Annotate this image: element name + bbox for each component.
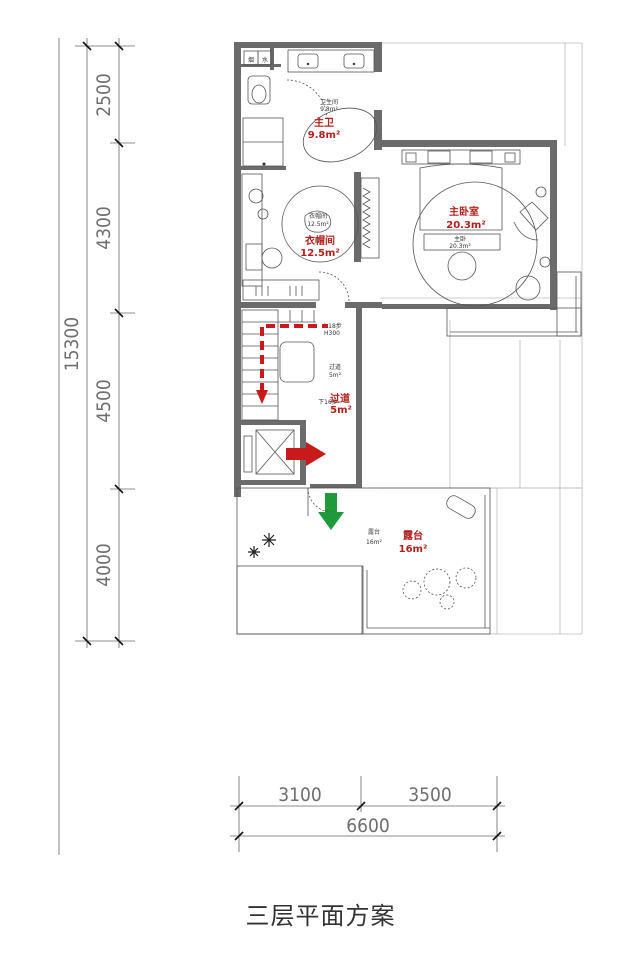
stairs-corridor: 上18步 H300 下16步 过道 5m² 过道 5m² [241, 309, 352, 421]
closet-area-small: 12.5m² [307, 221, 329, 228]
bedroom-area-small: 20.3m² [449, 243, 471, 250]
horizontal-dimension-chain: 3100 3500 6600 [230, 776, 505, 852]
closet-label: 衣帽间 [305, 234, 335, 247]
closet-fixtures: 衣帽间 12.5m² 衣帽间 12.5m² [241, 173, 380, 303]
master-bath-label: 主卫 [314, 116, 334, 129]
elevator [243, 429, 326, 475]
dim-segment-3: 4500 [93, 379, 115, 423]
master-bath-label-small: 卫生间 [320, 98, 338, 106]
dim-total-vertical: 15300 [61, 317, 83, 371]
terrace-area: 16m² [399, 544, 428, 555]
dim-width-2: 3500 [408, 784, 452, 806]
bedroom-label-small: 主卧 [454, 235, 466, 243]
terrace-label: 露台 [403, 529, 423, 542]
bedroom-label: 主卧室 [449, 205, 479, 218]
vertical-dimension-chain: 15300 2500 4300 4500 4000 [58, 38, 135, 855]
dim-width-total: 6600 [346, 815, 390, 837]
corridor-area: 5m² [330, 405, 352, 416]
bath-fixtures: 烟 水 卫生间 9.8m² 主卫 9.8m² [242, 49, 378, 167]
stair-down-label: 下16步 [318, 398, 338, 406]
walls [234, 42, 557, 497]
corridor-label: 过道 [330, 392, 350, 405]
corridor-label-small: 过道 [329, 363, 341, 371]
dim-segment-4: 4000 [93, 543, 115, 587]
closet-area: 12.5m² [300, 248, 339, 259]
master-bath-area-small: 9.8m² [320, 106, 338, 113]
stair-up-label: 上18步 [322, 322, 342, 330]
plant-icon [248, 533, 276, 558]
water-shaft-label: 水 [262, 56, 268, 64]
terrace-label-small: 露台 [368, 528, 380, 536]
smoke-shaft-label: 烟 [248, 56, 254, 64]
terrace-area-small: 16m² [366, 539, 382, 546]
corridor-area-small: 5m² [329, 372, 342, 379]
terrace: 露台 16m² 露台 16m² [236, 487, 491, 635]
stair-height-label: H300 [324, 330, 340, 337]
plan-title: 三层平面方案 [245, 902, 396, 930]
closet-label-small: 衣帽间 [309, 212, 327, 220]
dim-segment-2: 4300 [93, 206, 115, 250]
bedroom-area: 20.3m² [446, 220, 485, 231]
bedroom-fixtures: 主卧室 20.3m² 主卧 20.3m² [401, 149, 582, 337]
dim-segment-1: 2500 [93, 73, 115, 117]
dim-width-1: 3100 [278, 784, 322, 806]
master-bath-area: 9.8m² [308, 130, 341, 141]
